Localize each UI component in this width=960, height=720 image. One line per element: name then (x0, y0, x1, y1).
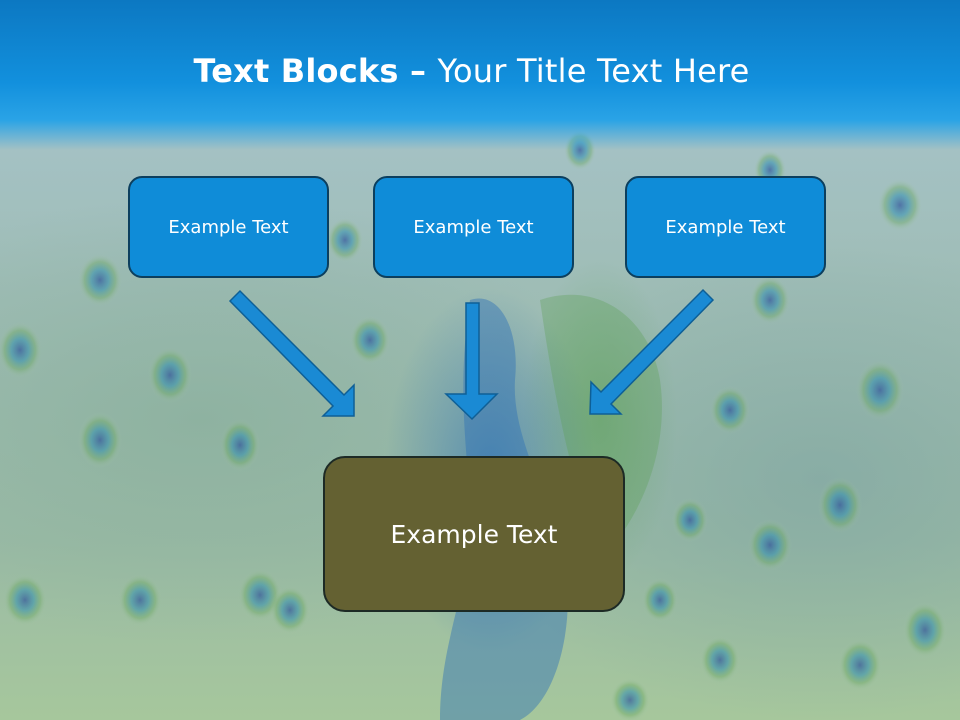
text-block-2-label: Example Text (413, 216, 534, 238)
title-dash: – (398, 52, 438, 90)
text-block-3-label: Example Text (665, 216, 786, 238)
arrow-right-diagonal (589, 288, 715, 415)
result-text-block-label: Example Text (390, 519, 558, 549)
title-rest-part: Your Title Text Here (437, 52, 750, 90)
page-title: Text Blocks – Your Title Text Here (0, 52, 943, 90)
title-bold-part: Text Blocks (193, 52, 399, 90)
title-band (0, 0, 960, 150)
arrow-center-down (444, 302, 499, 421)
text-block-1-label: Example Text (168, 216, 289, 238)
text-block-2[interactable]: Example Text (373, 176, 574, 278)
text-block-1[interactable]: Example Text (128, 176, 329, 278)
arrow-left-diagonal (228, 289, 355, 417)
result-text-block[interactable]: Example Text (323, 456, 625, 612)
text-block-3[interactable]: Example Text (625, 176, 826, 278)
